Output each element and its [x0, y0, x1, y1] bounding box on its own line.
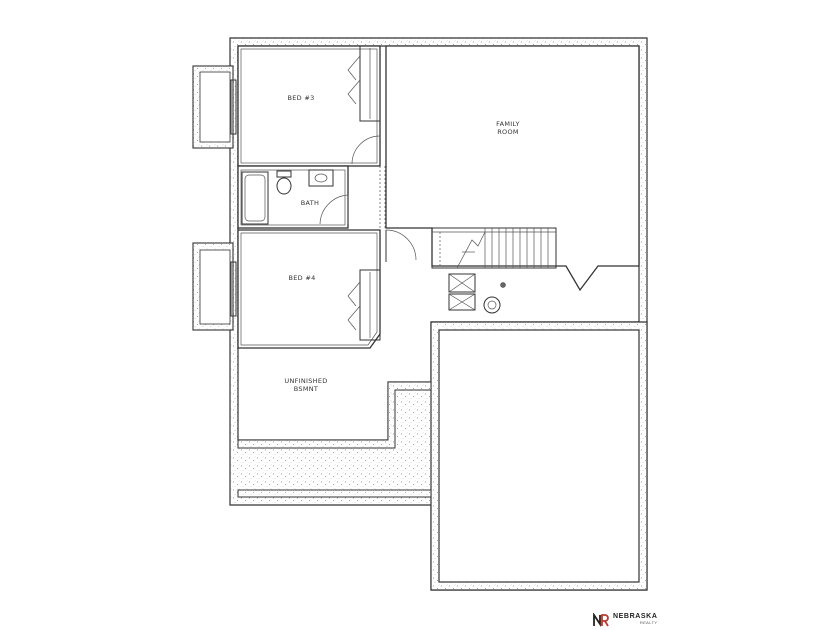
bedroom-3: [237, 45, 381, 167]
unfinished-walls: [237, 381, 432, 498]
label-bath: BATH: [301, 199, 319, 207]
bathroom: [237, 165, 349, 229]
label-bed-3: BED #3: [287, 94, 314, 102]
label-bed-4: BED #4: [288, 274, 315, 282]
brand-name: NEBRASKA: [613, 613, 658, 620]
garage-slab: [430, 321, 648, 591]
label-family-room-line1: FAMILY: [496, 120, 520, 128]
stairs: [431, 227, 557, 269]
label-unfinished-line1: UNFINISHED: [284, 377, 327, 385]
mechanical-equipment: [448, 273, 506, 314]
bedroom-4: [237, 229, 381, 349]
family-room: [385, 45, 640, 292]
brand-subtitle: REALTY: [639, 620, 658, 625]
hall-doors: [351, 135, 417, 262]
label-family-room-line2: ROOM: [497, 128, 519, 136]
nebraska-realty-logo-icon: [593, 613, 609, 627]
brand-logo: NEBRASKA REALTY: [593, 612, 657, 628]
label-unfinished-line2: BSMNT: [294, 385, 318, 393]
